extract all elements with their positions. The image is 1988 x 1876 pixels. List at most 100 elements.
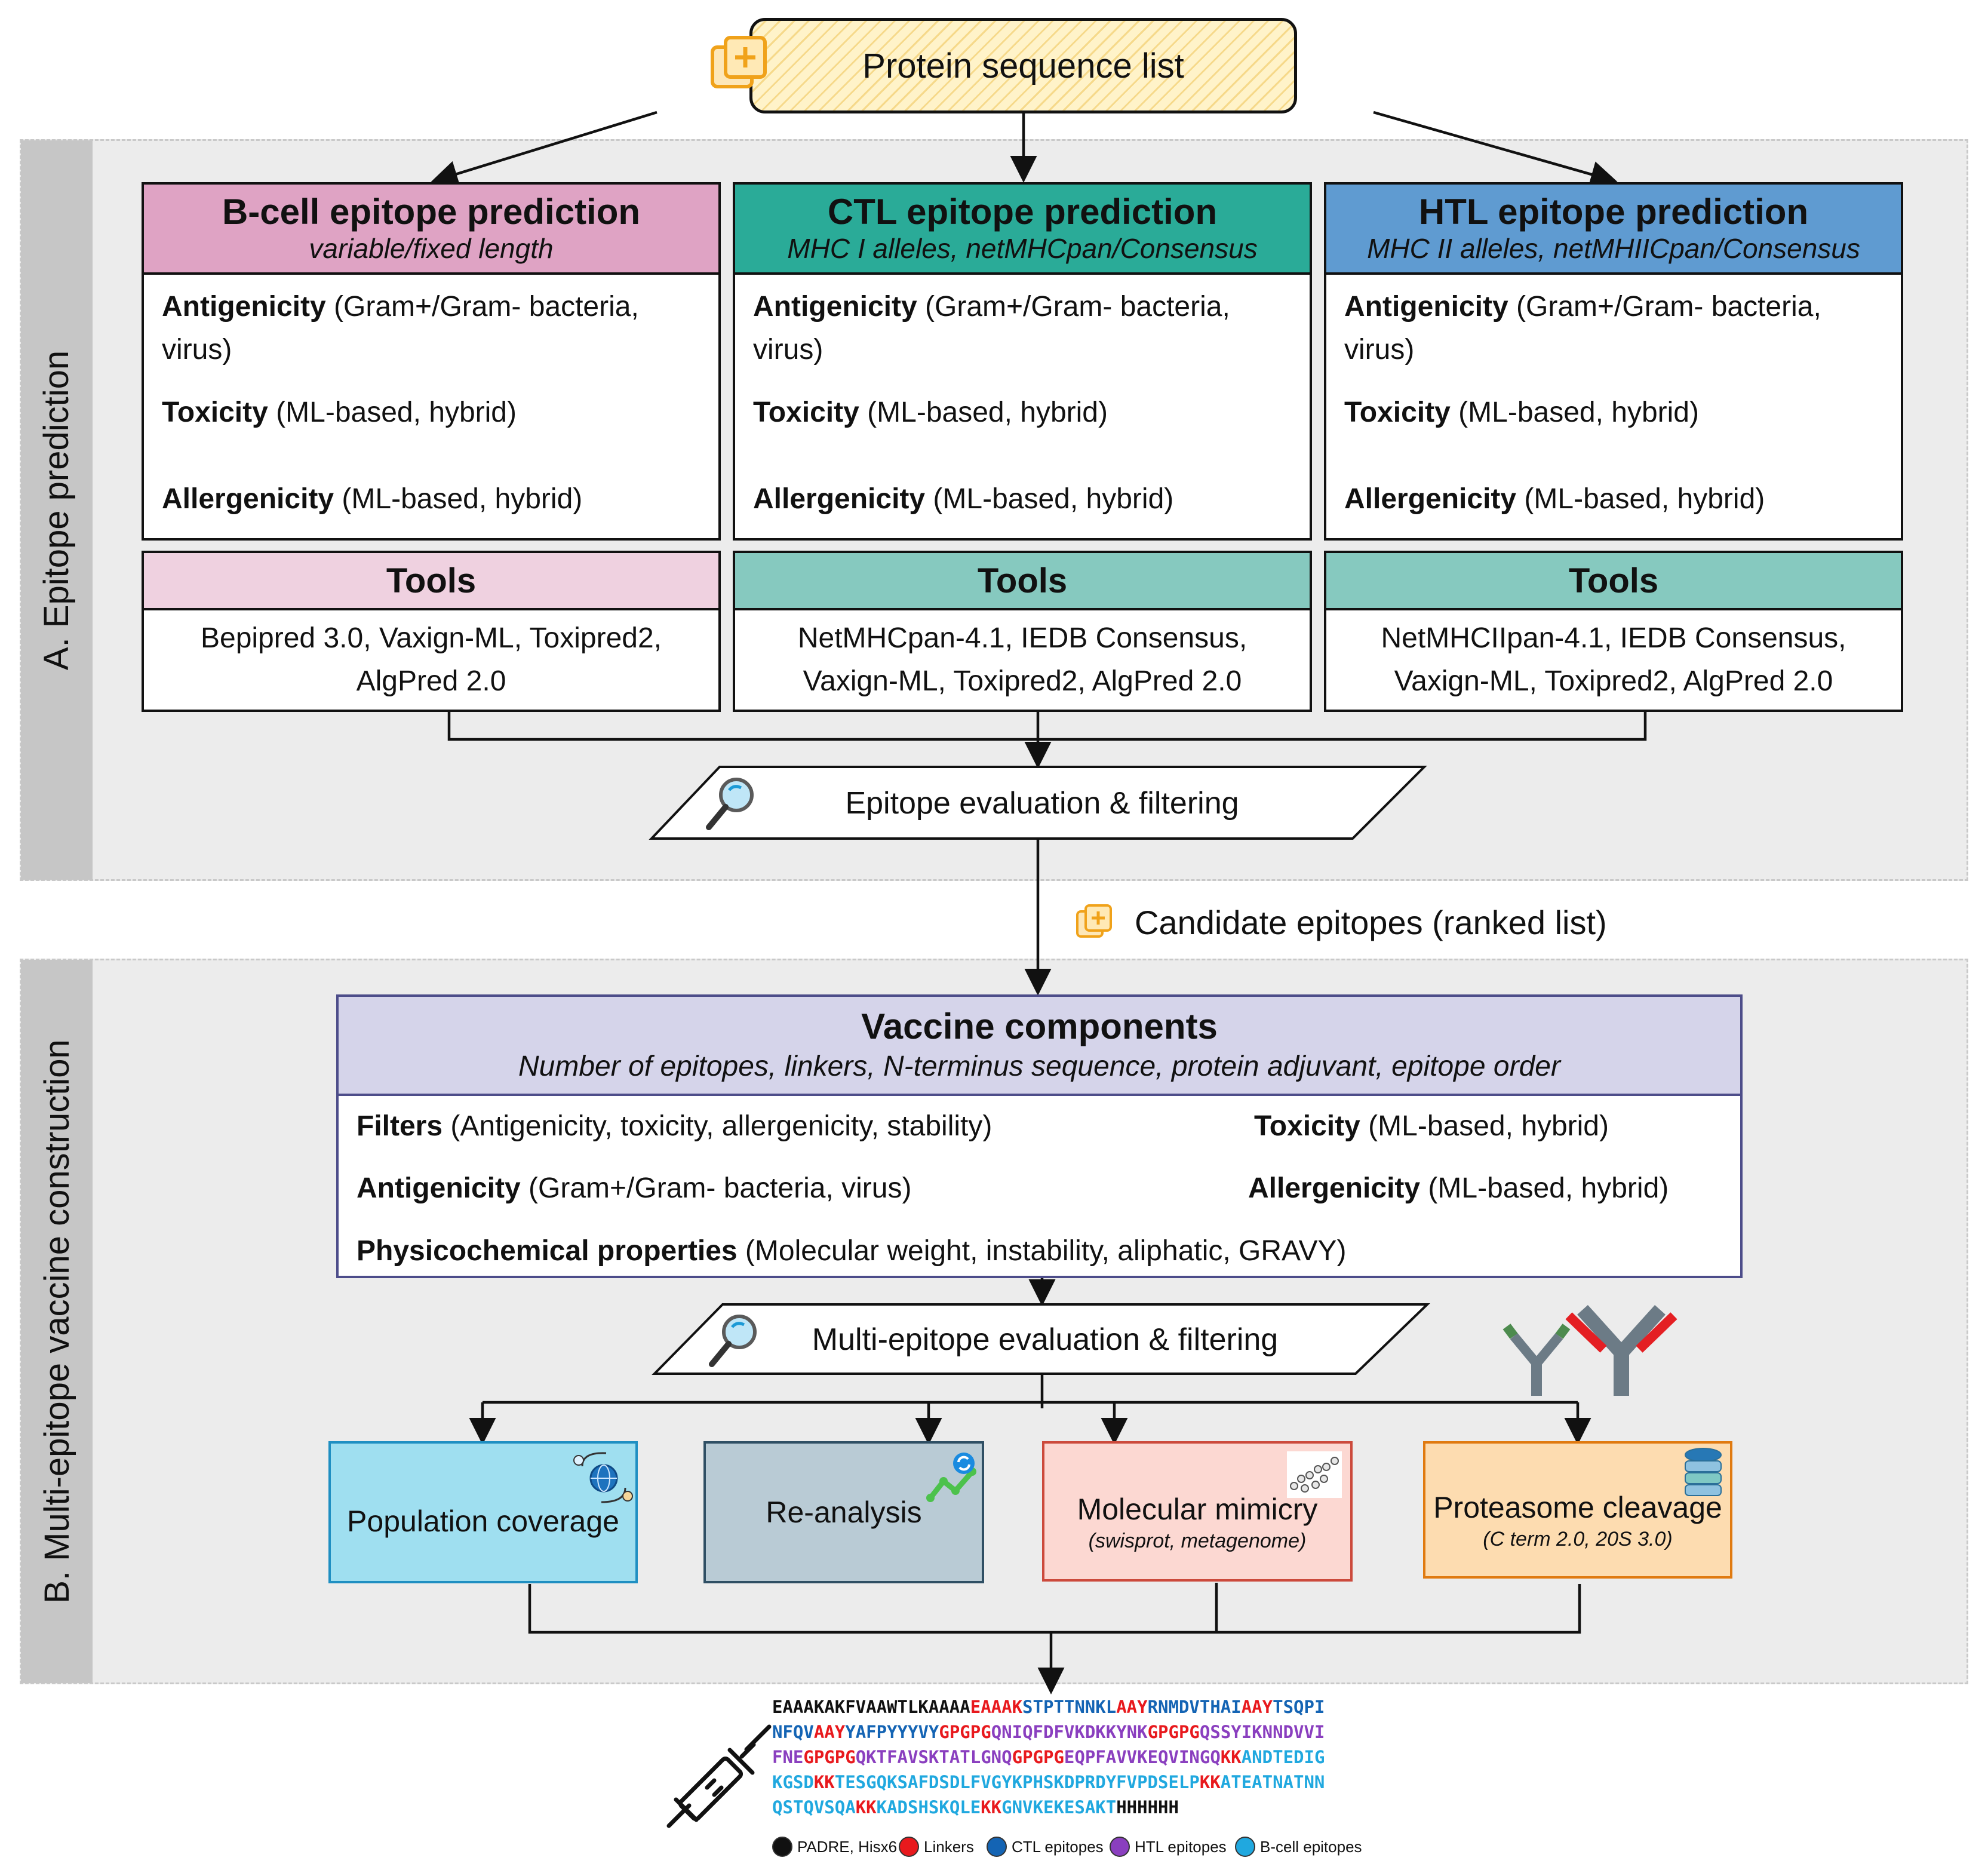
vaccine-physicochemical: Physicochemical properties (Molecular we… xyxy=(357,1235,1347,1267)
sequence-line: KGSDKKTESGQKSAFDSDLFVGYKPHSKDPRDYFVPDSEL… xyxy=(772,1770,1325,1795)
sequence-segment-linker: GPGPG xyxy=(939,1722,991,1742)
sequence-segment-htl: QKTFAVSKTATLGNQ xyxy=(855,1747,1012,1767)
proteasome-cleavage-sub: (C term 2.0, 20S 3.0) xyxy=(1483,1528,1673,1551)
bottom-merge-line xyxy=(528,1584,1581,1634)
bcell-prediction-subtitle: variable/fixed length xyxy=(309,233,554,265)
bcell-tools-header: Tools xyxy=(142,551,721,610)
reanalysis-icon xyxy=(926,1453,976,1502)
vaccine-allergenicity: Allergenicity (ML-based, hybrid) xyxy=(1248,1172,1669,1204)
vaccine-antigenicity: Antigenicity (Gram+/Gram- bacteria, viru… xyxy=(357,1172,912,1204)
ctl-toxicity: Toxicity (ML-based, hybrid) xyxy=(753,397,1108,428)
sequence-segment-htl: EQPFAVVKEQVINGQ xyxy=(1064,1747,1221,1767)
section-a-strip xyxy=(21,140,93,880)
sequence-segment-linker: KK xyxy=(855,1797,877,1817)
htl-allergenicity: Allergenicity (ML-based, hybrid) xyxy=(1344,483,1765,515)
copy-plus-icon xyxy=(711,36,767,88)
arrow-to-htl xyxy=(1373,110,1618,188)
vaccine-components-header: Vaccine components Number of epitopes, l… xyxy=(336,994,1743,1096)
sequence-segment-linker: KK xyxy=(813,1772,835,1792)
tools-merge-line xyxy=(447,712,1647,741)
legend-bcell-dot xyxy=(1235,1837,1255,1857)
htl-antigenicity: Antigenicity (Gram+/Gram- bacteria, viru… xyxy=(1344,291,1821,366)
molecular-mimicry-label: Molecular mimicry xyxy=(1077,1492,1318,1526)
sequence-segment-bcell: TESGQKSAFDSDLFVGYKPHSKDPRDYFVPDSELP xyxy=(834,1772,1200,1792)
legend-ctl-dot xyxy=(987,1837,1007,1857)
ctl-tools-label: Tools xyxy=(977,561,1068,600)
reanalysis-label: Re-analysis xyxy=(766,1496,922,1529)
protein-sequence-list-label: Protein sequence list xyxy=(862,46,1184,85)
epitope-evaluation-shape xyxy=(649,766,1427,840)
bcell-toxicity: Toxicity (ML-based, hybrid) xyxy=(162,397,517,428)
sequence-segment-ctl: TSQPI xyxy=(1273,1697,1325,1717)
sequence-segment-bcell: KADSHSKQLE xyxy=(876,1797,981,1817)
htl-toxicity: Toxicity (ML-based, hybrid) xyxy=(1344,397,1699,428)
legend-padre-label: PADRE, Hisx6 xyxy=(797,1837,898,1856)
protein-sequence-list-box: Protein sequence list xyxy=(749,18,1297,113)
sequence-line: EAAAKAKFVAAWTLKAAAAEAAAKSTPTTNNKLAAYRNMD… xyxy=(772,1695,1325,1720)
sequence-segment-linker: KK xyxy=(1220,1747,1242,1767)
bcell-antigenicity: Antigenicity (Gram+/Gram- bacteria, viru… xyxy=(162,291,639,366)
arrow-to-bcell xyxy=(431,110,657,187)
proteasome-cleavage-label: Proteasome cleavage xyxy=(1433,1491,1722,1525)
sequence-segment-black: HHHHHH xyxy=(1116,1797,1179,1817)
sequence-segment-bcell: KGSD xyxy=(772,1772,814,1792)
htl-tools-label: Tools xyxy=(1568,561,1659,600)
legend-bcell: B-cell epitopes xyxy=(1235,1835,1362,1859)
sequence-segment-ctl: NFQV xyxy=(772,1722,814,1742)
bcell-allergenicity: Allergenicity (ML-based, hybrid) xyxy=(162,483,583,515)
sequence-line: QSTQVSQAKKKADSHSKQLEKKGNVKEKESAKTHHHHHH xyxy=(772,1795,1179,1820)
multi-magnifier-icon xyxy=(709,1315,757,1367)
ctl-properties-box: Antigenicity (Gram+/Gram- bacteria, viru… xyxy=(733,275,1312,541)
population-coverage-box: Population coverage xyxy=(328,1441,638,1583)
ctl-tools-header: Tools xyxy=(733,551,1312,610)
sequence-segment-linker: GPGPG xyxy=(1147,1722,1200,1742)
bcell-prediction-title: B-cell epitope prediction xyxy=(222,192,641,232)
sequence-segment-linker: GPGPG xyxy=(803,1747,856,1767)
bcell-prediction-header: B-cell epitope prediction variable/fixed… xyxy=(142,182,721,275)
proteasome-cleavage-box: Proteasome cleavage (C term 2.0, 20S 3.0… xyxy=(1423,1441,1732,1579)
section-b-strip xyxy=(21,960,93,1683)
sequence-segment-ctl: RNMDVTHAI xyxy=(1147,1697,1242,1717)
sequence-line: FNEGPGPGQKTFAVSKTATLGNQGPGPGEQPFAVVKEQVI… xyxy=(772,1745,1325,1770)
population-coverage-label: Population coverage xyxy=(347,1505,619,1538)
magnifier-icon xyxy=(706,778,754,830)
molecular-mimicry-box: Molecular mimicry (swisprot, metagenome) xyxy=(1042,1441,1353,1582)
legend-padre: PADRE, Hisx6 xyxy=(772,1835,897,1859)
legend-htl-dot xyxy=(1110,1837,1130,1857)
bcell-properties-box: Antigenicity (Gram+/Gram- bacteria, viru… xyxy=(142,275,721,541)
epitope-evaluation-label: Epitope evaluation & filtering xyxy=(845,786,1239,821)
sequence-segment-htl: FNE xyxy=(772,1747,804,1767)
molecule-icon xyxy=(1287,1451,1342,1498)
bcell-tools-box: Bepipred 3.0, Vaxign-ML, Toxipred2, AlgP… xyxy=(142,610,721,712)
vaccine-components-title: Vaccine components xyxy=(861,1006,1218,1046)
syringe-icon xyxy=(666,1724,772,1828)
proteasome-icon xyxy=(1685,1448,1722,1496)
htl-properties-box: Antigenicity (Gram+/Gram- bacteria, viru… xyxy=(1324,275,1903,541)
sequence-segment-ctl: STPTTNNKL xyxy=(1022,1697,1117,1717)
multi-evaluation-shape xyxy=(652,1303,1430,1375)
vaccine-toxicity: Toxicity (ML-based, hybrid) xyxy=(1254,1110,1609,1142)
sequence-line: NFQVAAYYAFPYYYVYGPGPGQNIQFDFVKDKKYNKGPGP… xyxy=(772,1720,1325,1745)
ctl-tools-text: NetMHCpan-4.1, IEDB Consensus, Vaxign-ML… xyxy=(797,622,1248,697)
legend-htl-label: HTL epitopes xyxy=(1135,1837,1227,1856)
sequence-segment-linker: AAY xyxy=(1241,1697,1273,1717)
legend-bcell-label: B-cell epitopes xyxy=(1260,1837,1362,1856)
ctl-prediction-title: CTL epitope prediction xyxy=(827,192,1218,232)
htl-prediction-title: HTL epitope prediction xyxy=(1418,192,1809,232)
legend-padre-dot xyxy=(772,1837,792,1857)
candidate-copy-plus-icon xyxy=(1076,904,1112,938)
htl-prediction-subtitle: MHC II alleles, netMHIICpan/Consensus xyxy=(1367,233,1860,265)
globe-icon xyxy=(573,1452,633,1503)
molecular-mimicry-sub: (swisprot, metagenome) xyxy=(1088,1529,1307,1552)
htl-tools-text: NetMHCIIpan-4.1, IEDB Consensus, Vaxign-… xyxy=(1381,622,1846,697)
ctl-allergenicity: Allergenicity (ML-based, hybrid) xyxy=(753,483,1174,515)
antibody-icon xyxy=(1502,1304,1677,1396)
vaccine-components-box: Filters (Antigenicity, toxicity, allerge… xyxy=(336,1096,1743,1278)
htl-tools-box: NetMHCIIpan-4.1, IEDB Consensus, Vaxign-… xyxy=(1324,610,1903,712)
reanalysis-box: Re-analysis xyxy=(703,1441,984,1583)
vaccine-components-subtitle: Number of epitopes, linkers, N-terminus … xyxy=(518,1050,1560,1082)
legend-ctl-label: CTL epitopes xyxy=(1012,1837,1104,1856)
legend-linkers-dot xyxy=(899,1837,919,1857)
sequence-segment-bcell: ANDTEDIG xyxy=(1241,1747,1325,1767)
